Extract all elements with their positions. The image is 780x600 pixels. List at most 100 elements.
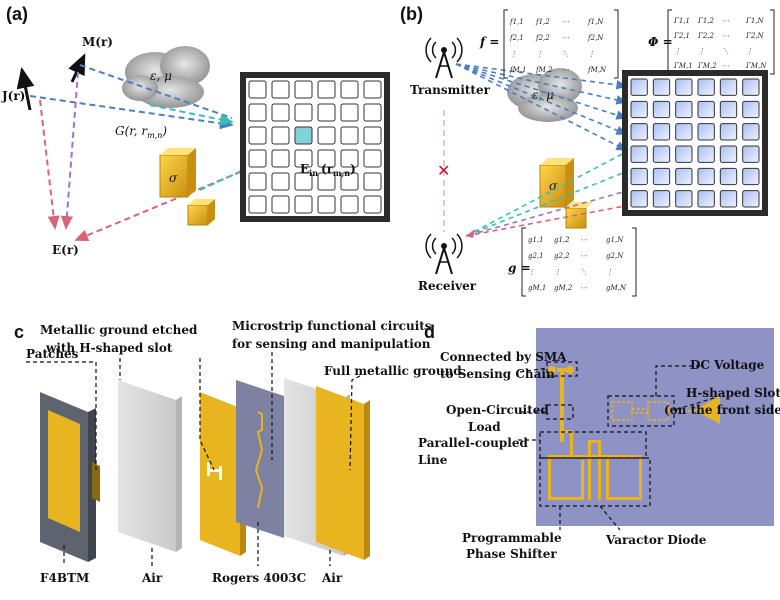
microstrip-label-2: for sensing and manipulation [232,337,431,351]
f-matrix-entry: ⋮ [510,50,517,58]
m-label: M(r) [82,35,113,49]
grid-a-cell [248,126,267,145]
grid-b-cell [719,100,738,119]
g-matrix-entry: g2,1 [528,252,544,260]
grid-a-cell [363,126,382,145]
m-to-grid-arrow [79,64,233,119]
phi-matrix-entry: Γ2,N [745,32,765,40]
grid-b-cell [675,78,693,96]
pc-line-label-2: Line [418,453,448,467]
grid-b-cell [652,100,671,119]
grid-a-cell [340,172,359,191]
phi-matrix-entry: Γ2,2 [697,32,715,40]
varactor-label: Varactor Diode [605,533,707,547]
tx-beam [455,63,628,90]
rx-beam [465,204,631,237]
g-matrix-entry: gM,N [606,284,627,292]
grid-b-cell [675,100,693,119]
g-matrix-entry: ⋱ [580,268,587,276]
sigma-scatterer-a [159,148,215,226]
grid-a-cell [271,126,290,145]
phi-matrix-entry: ⋯ [722,17,729,25]
grid-a-cell [294,149,313,168]
grid-a-cell [317,195,336,214]
grid-a-cell [294,80,313,99]
panel-b: (b) Transmitter Receiver ✕ [400,4,775,297]
f-matrix-entry: fM,2 [535,66,553,74]
grid-b-cell [697,145,715,163]
eps-mu-label-a: ε, μ [150,69,172,83]
full-ground-slab [316,386,364,560]
grid-b-cell [630,145,648,163]
grid-b-cell [742,123,760,141]
phi-matrix-entry: ⋮ [698,47,705,55]
f-matrix-entry: fM,N [587,66,607,74]
grid-a-cell [248,149,267,168]
g-matrix-entry: g2,N [606,252,624,260]
grid-b-cell [697,123,715,141]
rx-beam [465,169,631,237]
metal-ground-label-2: with H-shaped slot [45,341,173,355]
f-matrix-bracket-left [503,9,508,79]
f-matrix-entry: ⋯ [562,18,569,26]
grid-b-cell [742,190,760,208]
grid-b-cell [675,145,693,163]
j-to-e-arrow [39,99,60,230]
grid-a-cell [340,103,359,122]
grid-b-cell [630,100,648,119]
connected-label-1: Connected by SMA [440,350,567,364]
rx-beam [465,189,631,237]
f-matrix-entry: ⋱ [562,50,569,58]
m-to-e-arrow [60,71,79,230]
e-incident-label: Ein(rm,n) [300,162,356,178]
grid-a-cell [317,149,336,168]
phi-matrix-entry: Γ1,1 [673,17,690,25]
grid-a-cell [248,172,267,191]
g-matrix-entry: ⋯ [580,252,587,260]
grid-a-cell [271,80,290,99]
phi-matrix-bracket-right [770,9,775,75]
grid-a-cell [340,149,359,168]
metal-ground-label-1: Metallic ground etched [40,323,198,337]
pc-line-label-1: Parallel-coupled [418,436,528,450]
sigma-label-b: σ [549,179,558,193]
grid-a-cell [363,195,382,214]
tx-beam [455,63,628,135]
g-matrix-entry: ⋮ [528,268,535,276]
grid-a-cell [317,172,336,191]
metasurface-grid-a [240,72,390,222]
panel-a-label: (a) [6,4,28,24]
blocked-icon: ✕ [437,161,450,180]
grid-b-cell [652,190,671,208]
phi-matrix-entry: ⋯ [722,32,729,40]
phi-matrix-entry: ΓM,2 [697,62,717,70]
circuit-traces [548,366,720,500]
grid-b-cell [652,167,671,186]
air-slab-1 [118,380,176,552]
sigma-label-a: σ [169,171,178,185]
cloud-to-grid-arrow [149,104,234,126]
f-matrix-entry: f2,2 [535,34,550,42]
air-label-1: Air [141,571,163,585]
phi-matrix-entry: ⋯ [722,62,729,70]
phi-matrix-entry: ⋮ [746,47,753,55]
g-matrix-entry: gM,2 [554,284,573,292]
medium-cloud [122,46,210,108]
tx-beam [455,63,628,151]
f-matrix-entry: f1,N [587,18,604,26]
receiver-beams [465,149,631,238]
full-ground-label: Full metallic ground [324,364,462,378]
grid-b-cell [697,190,715,208]
grid-b-cell [630,190,648,208]
m-current-arrow [68,53,86,83]
phi-matrix-entry: Γ1,N [745,17,765,25]
phi-matrix-entry: ΓM,N [745,62,767,70]
f-matrix-entry: f2,N [587,34,604,42]
g-matrix-entry: g1,N [606,236,624,244]
transmitter-label: Transmitter [410,83,491,97]
phi-matrix-entry: ⋮ [674,47,681,55]
grid-a-cell [248,195,267,214]
panel-b-label: (b) [400,4,423,24]
patches-label: Patches [26,347,79,361]
phi-matrix-entry: Γ2,1 [673,32,690,40]
